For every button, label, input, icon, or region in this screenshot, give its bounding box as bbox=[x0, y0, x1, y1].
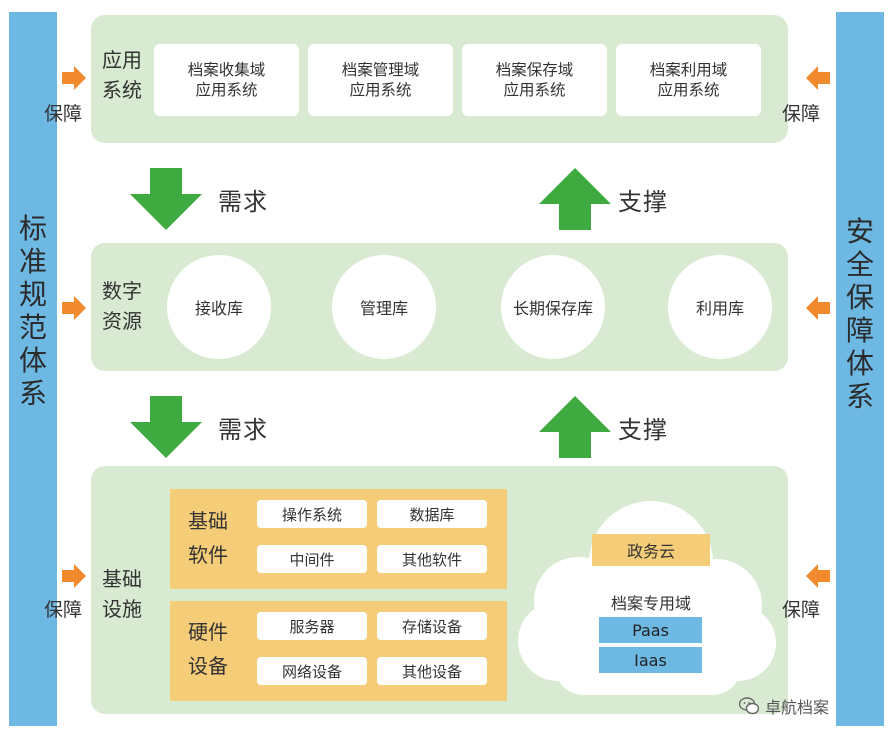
software-os: 操作系统 bbox=[257, 500, 367, 528]
application-layer: 应用 系统 档案收集域 应用系统 档案管理域 应用系统 档案保存域 应用系统 档… bbox=[91, 15, 788, 143]
iaas-bar: Iaas bbox=[599, 647, 702, 673]
repo-long-term: 长期保存库 bbox=[501, 255, 605, 359]
app-system-utilization: 档案利用域 应用系统 bbox=[616, 44, 761, 116]
demand-arrow-down-icon bbox=[130, 396, 202, 458]
standards-pillar: 标 准 规 范 体 系 bbox=[9, 12, 57, 726]
application-layer-label: 应用 系统 bbox=[102, 48, 142, 102]
guarantee-arrow-right-icon bbox=[62, 564, 86, 588]
security-pillar-label: 安 全 保 障 体 系 bbox=[845, 215, 874, 413]
hardware-server: 服务器 bbox=[257, 612, 367, 640]
app-system-collection: 档案收集域 应用系统 bbox=[154, 44, 299, 116]
hardware-block: 硬件 设备 服务器 存储设备 网络设备 其他设备 bbox=[170, 601, 507, 701]
standards-pillar-label: 标 准 规 范 体 系 bbox=[18, 212, 47, 410]
demand-arrow-down-icon bbox=[130, 168, 202, 230]
hardware-storage: 存储设备 bbox=[377, 612, 487, 640]
demand-label: 需求 bbox=[218, 188, 268, 216]
infrastructure-layer-label: 基础 设施 bbox=[102, 567, 142, 621]
guarantee-label: 保障 bbox=[782, 599, 821, 621]
support-arrow-up-icon bbox=[539, 168, 611, 230]
software-other: 其他软件 bbox=[377, 545, 487, 573]
archive-domain-label: 档案专用域 bbox=[610, 594, 691, 613]
paas-bar: Paas bbox=[599, 617, 702, 643]
support-label: 支撑 bbox=[618, 416, 668, 444]
digital-resource-layer-label: 数字 资源 bbox=[102, 279, 142, 333]
wechat-icon bbox=[739, 697, 759, 715]
software-middleware: 中间件 bbox=[257, 545, 367, 573]
digital-resource-layer: 数字 资源 接收库 管理库 长期保存库 利用库 bbox=[91, 243, 788, 371]
guarantee-arrow-right-icon bbox=[62, 66, 86, 90]
support-arrow-up-icon bbox=[539, 396, 611, 458]
support-label: 支撑 bbox=[618, 188, 668, 216]
guarantee-label: 保障 bbox=[44, 599, 83, 621]
demand-label: 需求 bbox=[218, 416, 268, 444]
basic-software-block: 基础 软件 操作系统 数据库 中间件 其他软件 bbox=[170, 489, 507, 589]
guarantee-label: 保障 bbox=[44, 103, 83, 125]
software-database: 数据库 bbox=[377, 500, 487, 528]
app-system-management: 档案管理域 应用系统 bbox=[308, 44, 453, 116]
app-system-preservation: 档案保存域 应用系统 bbox=[462, 44, 607, 116]
basic-software-label: 基础 软件 bbox=[188, 509, 228, 567]
watermark-text: 卓航档案 bbox=[765, 698, 830, 717]
repo-utilization: 利用库 bbox=[668, 255, 772, 359]
guarantee-arrow-left-icon bbox=[806, 296, 830, 320]
repo-management: 管理库 bbox=[332, 255, 436, 359]
watermark: 卓航档案 bbox=[739, 694, 829, 718]
guarantee-label: 保障 bbox=[782, 103, 821, 125]
hardware-label: 硬件 设备 bbox=[188, 620, 228, 678]
repo-receiving: 接收库 bbox=[167, 255, 271, 359]
guarantee-arrow-left-icon bbox=[806, 66, 830, 90]
hardware-network: 网络设备 bbox=[257, 657, 367, 685]
gov-cloud: 政务云 bbox=[592, 534, 710, 566]
security-pillar: 安 全 保 障 体 系 bbox=[836, 12, 884, 726]
guarantee-arrow-left-icon bbox=[806, 564, 830, 588]
guarantee-arrow-right-icon bbox=[62, 296, 86, 320]
hardware-other: 其他设备 bbox=[377, 657, 487, 685]
